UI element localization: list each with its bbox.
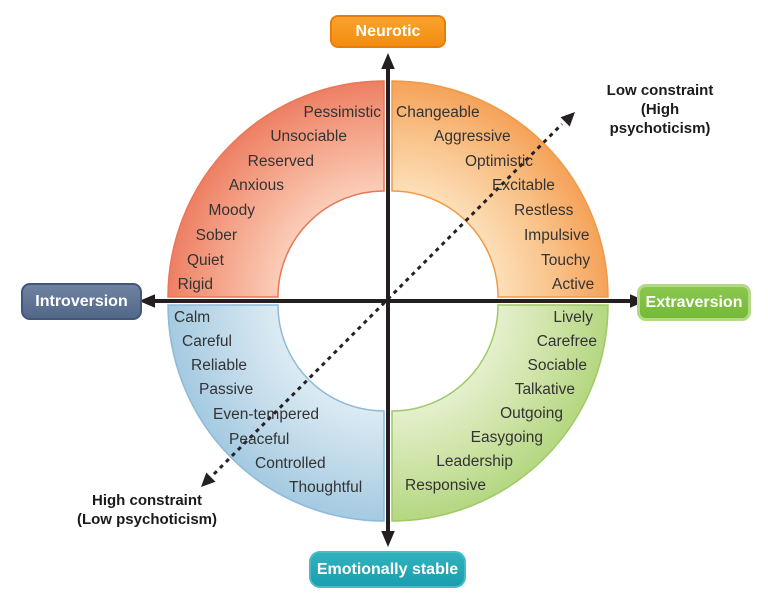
trait-label: Touchy [541,252,591,269]
trait-label: Calm [174,309,211,326]
trait-label: Controlled [255,455,326,472]
arrowhead-down [381,531,395,547]
introversion-badge-label: Introversion [35,292,128,310]
trait-label: Carefree [536,333,597,350]
trait-label: Reserved [247,153,314,170]
trait-label: Active [552,276,595,293]
trait-label: Quiet [186,252,224,269]
quadrant-bottom-right-arc [391,304,609,522]
quadrant-top-left-arc [167,80,385,298]
trait-label: Careful [182,333,232,350]
trait-label: Sober [195,227,237,244]
arrowhead-up [381,53,395,69]
neurotic-badge-label: Neurotic [355,22,421,40]
trait-label: Excitable [492,177,555,194]
trait-label: Moody [208,202,255,219]
trait-label: Lively [553,309,593,326]
trait-label: Changeable [396,104,480,121]
trait-label: Even-tempered [213,406,319,423]
trait-label: Unsociable [270,128,347,145]
trait-label: Passive [199,381,254,398]
trait-label: Aggressive [434,128,511,145]
trait-label: Anxious [228,177,284,194]
arrowhead-left [139,294,155,308]
quadrant-top-right-arc [391,80,609,298]
emotionally-stable-badge: Emotionally stable [309,551,466,588]
trait-label: Outgoing [500,405,563,422]
arrowhead-up-right [560,112,575,127]
trait-label: Leadership [436,453,513,470]
trait-label: Talkative [514,381,575,398]
extraversion-badge: Extraversion [637,284,751,321]
emotionally-stable-badge-label: Emotionally stable [316,560,459,578]
introversion-badge: Introversion [21,283,142,320]
trait-label: Thoughtful [289,479,363,496]
trait-label: Impulsive [524,227,590,244]
trait-label: Pessimistic [303,104,381,121]
trait-label: Peaceful [229,431,290,448]
neurotic-badge: Neurotic [330,15,446,48]
low-constraint-label: Low constraint (High psychoticism) [606,82,714,137]
arrowhead-down-left [201,472,216,487]
trait-label: Optimistic [465,153,534,170]
trait-label: Reliable [191,357,248,374]
trait-label: Sociable [527,357,587,374]
trait-label: Restless [514,202,574,219]
trait-label: Responsive [405,477,486,494]
trait-label: Easygoing [470,429,543,446]
trait-label: Rigid [177,276,213,293]
high-constraint-label: High constraint (Low psychoticism) [76,492,218,528]
extraversion-badge-label: Extraversion [645,293,743,311]
